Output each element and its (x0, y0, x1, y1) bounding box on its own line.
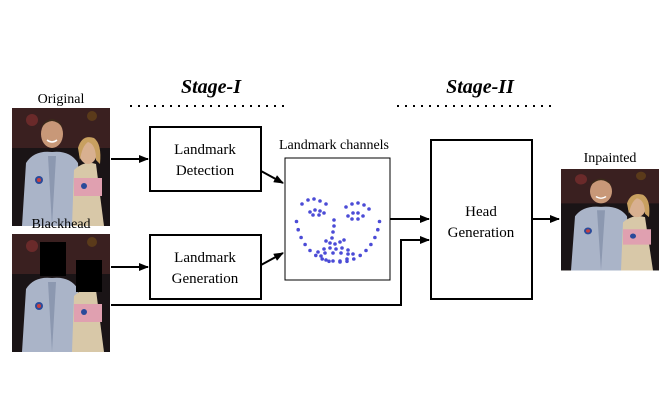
landmark-detection-line2: Detection (176, 163, 235, 179)
landmark-channels-box (284, 157, 391, 281)
blackhead-label: Blackhead (31, 217, 90, 232)
landmark-dot (331, 259, 335, 263)
landmark-dot (316, 250, 320, 254)
landmark-dot (367, 207, 371, 211)
landmark-dot (358, 253, 363, 258)
landmark-dot (320, 257, 325, 261)
arrow-blackhead-to-head (111, 236, 430, 306)
landmark-dot (330, 236, 334, 240)
landmark-dot (322, 247, 326, 251)
landmark-dot (364, 248, 368, 253)
landmark-dot (311, 213, 315, 217)
landmark-dot (294, 219, 299, 224)
landmark-dot (303, 242, 307, 247)
landmark-dot (324, 258, 328, 262)
landmark-dot (328, 246, 332, 250)
landmark-generation-box (149, 234, 262, 300)
landmark-dot (356, 211, 360, 215)
stage-2-label: Stage-II (446, 76, 515, 98)
landmark-dot (346, 214, 350, 218)
landmark-detection-box (149, 126, 262, 192)
landmark-dot (300, 202, 304, 206)
landmark-dot (340, 246, 344, 250)
landmark-dot (308, 210, 312, 214)
landmark-dot (312, 197, 316, 201)
landmark-dot (313, 208, 317, 212)
inpainted-label: Inpainted (584, 151, 637, 166)
landmark-dot (332, 224, 336, 228)
landmark-dot (338, 240, 342, 244)
landmark-dot (339, 251, 343, 255)
landmark-dot (338, 259, 342, 263)
landmark-dot (373, 235, 377, 240)
head-generation-line2: Generation (448, 225, 515, 241)
landmark-dot (299, 235, 303, 240)
landmark-dot (331, 251, 335, 255)
landmark-dot (318, 199, 322, 203)
arrow-generation-to-channels (260, 252, 284, 266)
blackhead-photo (12, 234, 110, 352)
landmark-dot (362, 203, 366, 207)
landmark-dot (317, 213, 321, 217)
landmark-dot (314, 253, 318, 258)
original-photo (12, 108, 110, 226)
landmark-dot (328, 241, 332, 245)
landmark-dot (351, 252, 355, 256)
landmark-dot (322, 211, 326, 215)
landmark-dot (346, 252, 350, 256)
landmark-dot (327, 259, 331, 264)
landmark-dot (319, 254, 323, 258)
landmark-dot (356, 201, 360, 205)
arrow-detection-to-channels (260, 170, 284, 184)
landmark-dot (334, 247, 338, 251)
landmark-generation-line2: Generation (172, 271, 239, 287)
landmark-dot (333, 242, 337, 246)
landmark-dot (342, 238, 346, 242)
landmark-dots (294, 197, 382, 264)
landmark-dot (332, 218, 336, 222)
landmark-dot (346, 248, 350, 252)
landmark-dot (351, 211, 355, 215)
landmark-dot (376, 227, 380, 232)
arrows (111, 155, 560, 306)
landmark-dot (331, 230, 335, 234)
landmark-dot (324, 239, 328, 243)
landmark-dot (345, 257, 349, 261)
original-label: Original (38, 92, 85, 107)
landmark-channels-label: Landmark channels (279, 138, 389, 153)
landmark-dot (352, 257, 356, 261)
landmark-dot (350, 217, 354, 221)
landmark-detection-line1: Landmark (174, 142, 236, 158)
landmark-dot (323, 251, 327, 255)
landmark-dot (356, 217, 360, 221)
landmark-dot (318, 209, 322, 213)
stage-1-label: Stage-I (181, 76, 242, 98)
landmark-dot (369, 242, 373, 247)
landmark-dot (350, 202, 354, 206)
landmark-dot (344, 205, 348, 209)
landmark-dot (308, 248, 312, 253)
landmark-dot (361, 214, 365, 218)
landmark-dot (306, 198, 310, 202)
landmark-dot (377, 219, 382, 224)
landmark-dot (296, 227, 301, 232)
head-generation-line1: Head (465, 204, 497, 220)
landmark-generation-line1: Landmark (174, 250, 236, 266)
landmark-dot (324, 202, 328, 206)
inpainted-photo (561, 169, 659, 271)
